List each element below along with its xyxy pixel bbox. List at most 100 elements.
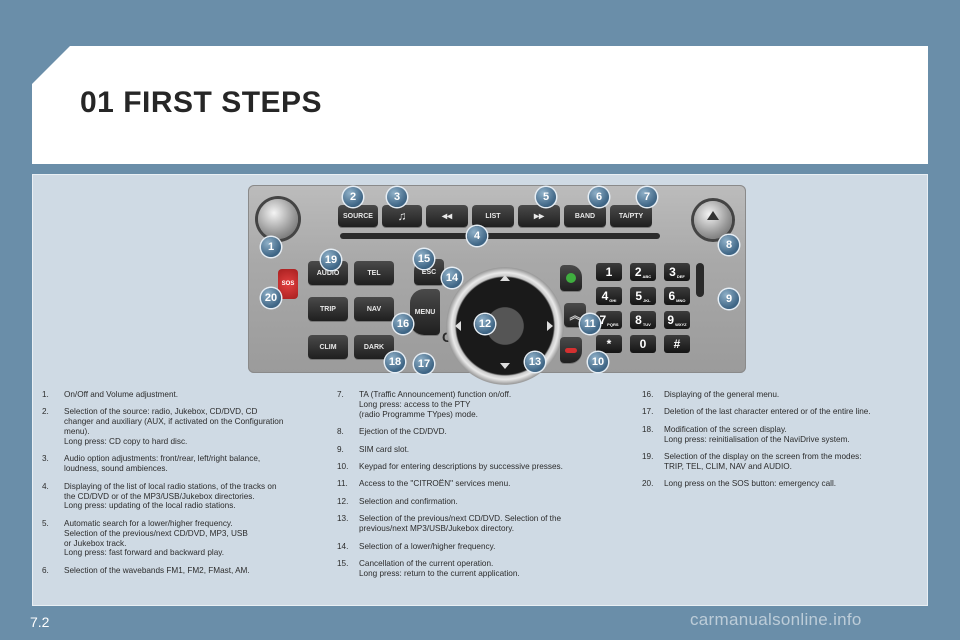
callout-badge: 19 (321, 250, 341, 270)
eject-icon (707, 211, 719, 220)
description-item: 9.SIM card slot. (337, 445, 617, 455)
menu-button: MENU (410, 289, 440, 335)
callout-badge: 18 (385, 352, 405, 372)
description-item: 10.Keypad for entering descriptions by s… (337, 462, 617, 472)
item-text: Selection of the source: radio, Jukebox,… (64, 407, 284, 446)
callout-badge: 17 (414, 354, 434, 374)
band-button-label: BAND (574, 212, 596, 220)
description-item: 3. Audio option adjustments: front/rear, … (42, 454, 330, 474)
description-item: 17.Deletion of the last character entere… (642, 407, 917, 417)
item-text: Selection of a lower/higher frequency. (359, 541, 496, 551)
item-number: 1. (42, 390, 49, 399)
keypad-key: * (596, 335, 622, 353)
music-note-icon: ♫ (397, 209, 407, 223)
item-number: 8. (337, 427, 344, 437)
item-number: 16. (642, 390, 654, 399)
trip-button-label: TRIP (320, 305, 336, 313)
item-text: Selection of the wavebands FM1, FM2, FMa… (64, 565, 250, 575)
keypad-letters: DEF (676, 274, 685, 279)
item-text: TA (Traffic Announcement) function on/of… (359, 390, 512, 419)
callout-badge: 15 (414, 249, 434, 269)
dial-right-arrow-icon (547, 321, 553, 331)
navidrive-unit: SOURCE ♫ ◂◂ LIST ▸▸ BAND TA/PTY AUDIO TE… (248, 185, 746, 385)
audio-button-label: AUDIO (316, 269, 340, 277)
keypad-digit: # (673, 337, 681, 351)
tel-button-label: TEL (367, 269, 381, 277)
ta-pty-button-label: TA/PTY (618, 212, 644, 220)
seek-back-icon: ◂◂ (441, 210, 453, 222)
item-text: Displaying of the general menu. (664, 390, 780, 399)
dark-button-label: DARK (363, 343, 385, 351)
volume-knob (258, 199, 298, 239)
seek-forward-button: ▸▸ (518, 205, 560, 227)
description-item: 1. On/Off and Volume adjustment. (42, 390, 330, 400)
dial-left-arrow-icon (455, 321, 461, 331)
callout-badge: 3 (387, 187, 407, 207)
item-number: 20. (642, 479, 654, 489)
clim-button: CLIM (308, 335, 348, 359)
keypad-letters: ABC (642, 274, 652, 279)
item-number: 5. (42, 518, 49, 528)
callout-badge: 13 (525, 352, 545, 372)
keypad-letters: PQRS (607, 322, 619, 327)
dial-up-arrow-icon (500, 275, 510, 281)
description-item: 12.Selection and confirmation. (337, 497, 617, 507)
keypad-digit: 4 (601, 289, 609, 303)
keypad-key: 0 (630, 335, 656, 353)
citroen-chevron-icon: ︽ (569, 310, 581, 322)
item-number: 4. (42, 481, 49, 491)
keypad-digit: 6 (668, 289, 676, 303)
callout-badge: 5 (536, 187, 556, 207)
item-text: Audio option adjustments: front/rear, le… (64, 454, 261, 474)
sim-card-slot (696, 263, 704, 297)
description-column-1: 1.On/Off and Volume adjustment.2.Selecti… (42, 390, 330, 583)
callout-badge: 4 (467, 226, 487, 246)
page-title: 01 FIRST STEPS (80, 86, 323, 119)
item-text: Displaying of the list of local radio st… (64, 481, 277, 511)
keypad-digit: 5 (635, 289, 643, 303)
sos-button: SOS (278, 269, 298, 299)
keypad-letters: WXYZ (675, 322, 687, 327)
callout-badge: 12 (475, 314, 495, 334)
description-item: 16. Displaying of the general menu. (642, 390, 917, 400)
item-number: 11. (337, 479, 348, 489)
item-text: Ejection of the CD/DVD. (359, 427, 447, 437)
title-panel (32, 46, 928, 164)
item-text: Cancellation of the current operation. L… (359, 559, 520, 578)
keypad-digit: 3 (669, 265, 676, 279)
callout-badge: 7 (637, 187, 657, 207)
keypad-letters: TUV (642, 322, 651, 327)
nav-button-label: NAV (366, 305, 382, 313)
keypad-digit: 9 (667, 313, 675, 327)
callout-badge: 11 (580, 314, 600, 334)
keypad-digit: 2 (634, 265, 642, 279)
item-text: Selection of the display on the screen f… (664, 452, 862, 471)
item-number: 13. (337, 514, 349, 524)
cd-slot (340, 233, 660, 239)
keypad-letters: JKL (643, 298, 651, 303)
item-number: 19. (642, 452, 654, 462)
item-text: On/Off and Volume adjustment. (64, 390, 179, 399)
description-item: 4. Displaying of the list of local radio … (42, 482, 330, 512)
callout-badge: 20 (261, 288, 281, 308)
item-number: 18. (642, 424, 654, 434)
tel-button: TEL (354, 261, 394, 285)
description-item: 18.Modification of the screen display. L… (642, 425, 917, 445)
item-number: 12. (337, 496, 349, 506)
keypad-digit: * (606, 337, 612, 351)
keypad-digit: 8 (635, 313, 642, 327)
item-number: 3. (42, 454, 49, 464)
item-text: SIM card slot. (359, 444, 410, 454)
item-text: Selection of the previous/next CD/DVD. S… (359, 514, 562, 534)
item-text: Deletion of the last character entered o… (664, 407, 871, 417)
keypad-digit: 0 (639, 337, 647, 351)
keypad-digit: 7 (599, 313, 607, 327)
callout-badge: 9 (719, 289, 739, 309)
dial-down-arrow-icon (500, 363, 510, 369)
